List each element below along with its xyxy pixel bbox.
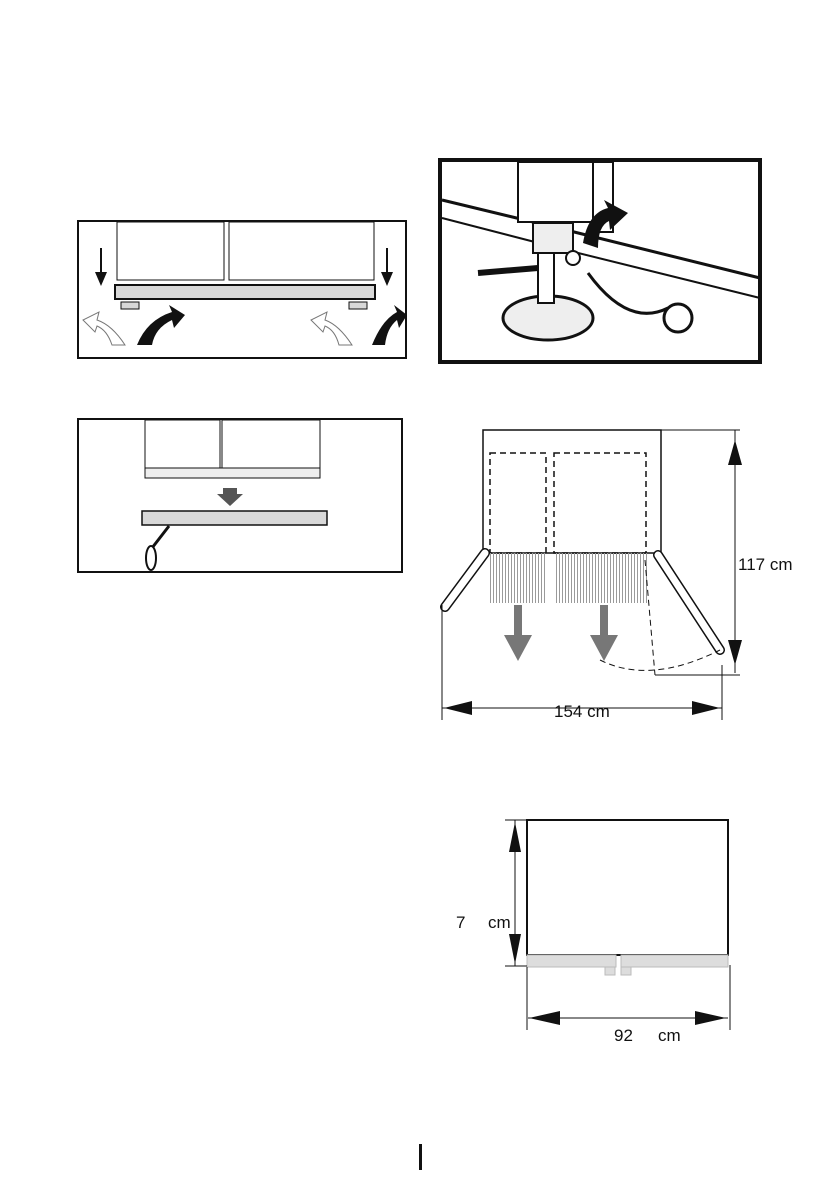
leveling-feet-figure (77, 220, 407, 359)
door-clearance-figure: 117 cm 154 cm (440, 429, 793, 721)
front-dimensions-figure: 7 cm 92 cm (456, 819, 731, 1045)
plinth-install-figure (77, 418, 403, 573)
foot-closeup-figure (438, 158, 762, 364)
width-label: 154 cm (554, 702, 610, 721)
page-number-divider (419, 1144, 422, 1170)
width-unit: cm (658, 1026, 681, 1045)
height-value: 7 (456, 913, 465, 932)
hatch-left (490, 553, 648, 603)
height-unit: cm (488, 913, 511, 932)
width-value: 92 (614, 1026, 633, 1045)
height-label: 117 cm (738, 555, 793, 574)
